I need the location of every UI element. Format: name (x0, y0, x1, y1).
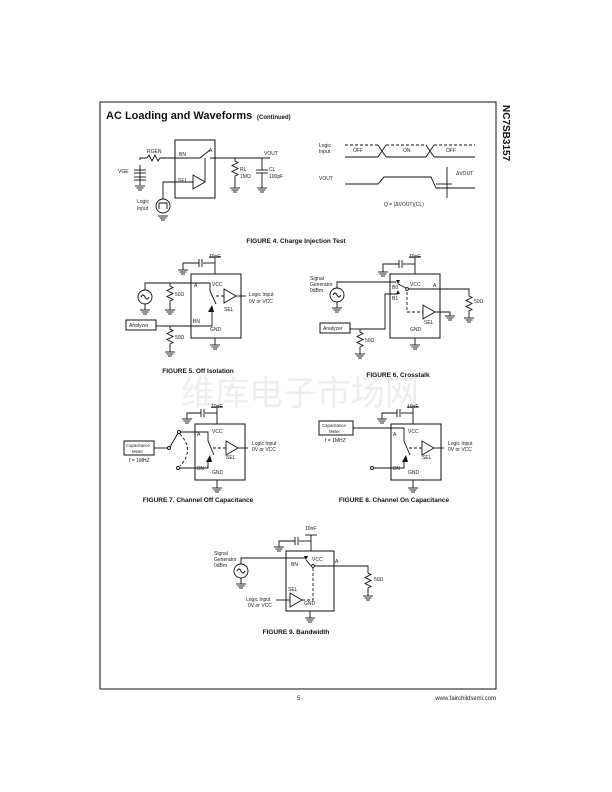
gnd-label: GND (304, 601, 316, 607)
sel-label: SEL (178, 178, 188, 184)
meter-label-1: Capacitance (126, 443, 150, 448)
generator-label-3: 0dBm (310, 288, 323, 294)
page-number: 5 (297, 696, 301, 702)
logic-input-label-2: Input (137, 206, 149, 212)
rl-label: RL (240, 167, 247, 173)
resistor-2-label: 50Ω (175, 335, 185, 341)
vcc-label: VCC (408, 429, 419, 435)
wave-off-1: OFF (353, 148, 363, 154)
generator-label-2: Generator (310, 282, 333, 288)
vcc-label: VCC (212, 282, 223, 288)
cap-label: 10nF (211, 404, 222, 410)
cap-label: 10nF (209, 254, 220, 260)
logic-input-label-1: Logic (137, 199, 149, 205)
part-number: NC7SB3157 (500, 105, 511, 162)
logic-input-label-1: Logic Input (246, 597, 271, 603)
sel-label: SEL (224, 307, 234, 313)
figure-4-waveform: Logic Input OFF ON OFF VOUT ΔVOUT Q = (Δ… (319, 143, 475, 208)
a-label: A (209, 148, 213, 154)
bn-label: BN (197, 466, 204, 472)
cap-label: 10nF (409, 254, 420, 260)
a-label: A (335, 559, 339, 565)
figure-8-circuit: 10nF Capacitance Meter f = 1MHZ A VCC BN… (318, 404, 473, 493)
generator-label-2: Generator (214, 557, 237, 563)
wave-logic-label-2: Input (319, 149, 331, 155)
section-title: AC Loading and Waveforms (106, 110, 252, 122)
bn-label: BN (291, 562, 298, 568)
figure-4-circuit: VGE RGEN BN A SEL VOUT RL 1MΩ CL 100pF L… (118, 139, 283, 221)
bn-label: BN (179, 152, 186, 158)
cl-label: CL (269, 167, 276, 173)
a-label: A (393, 432, 397, 438)
generator-label-1: Signal (214, 551, 228, 557)
logic-input-label-1: Logic Input (252, 441, 277, 447)
generator-label-1: Signal (310, 276, 324, 282)
footer-url[interactable]: www.fairchildsemi.com (434, 696, 496, 702)
wave-on: ON (403, 148, 411, 154)
wave-logic-label-1: Logic (319, 143, 331, 149)
sel-label: SEL (424, 320, 434, 326)
a-label: A (197, 432, 201, 438)
logic-input-label-2: 0V or VCC (448, 447, 472, 453)
b0-label: B0 (392, 285, 398, 291)
a-label: A (194, 283, 198, 289)
figure-8-caption: FIGURE 8. Channel On Capacitance (339, 497, 450, 504)
vout-label: VOUT (264, 151, 278, 157)
figure-7-caption: FIGURE 7. Channel Off Capacitance (143, 497, 254, 504)
section-subtitle: (Continued) (257, 115, 291, 121)
meter-label-2: Meter (132, 449, 144, 454)
gnd-label: GND (410, 327, 422, 333)
content-frame (99, 101, 497, 690)
figure-7-circuit: 10nF Capacitance Meter f = 1MHZ A VCC BN… (123, 404, 277, 493)
bn-label: BN (393, 466, 400, 472)
cl-value: 100pF (269, 174, 283, 180)
figure-6-caption: FIGURE 6. Crosstalk (366, 372, 430, 379)
wave-off-2: OFF (446, 148, 456, 154)
rgen-label: RGEN (147, 149, 162, 155)
gnd-label: GND (408, 470, 420, 476)
wave-q-formula: Q = (ΔVOUT)(CL) (384, 202, 424, 208)
logic-input-label-2: 0V or VCC (252, 447, 276, 453)
analyzer-label: Analyzer (129, 323, 149, 329)
vcc-label: VCC (410, 282, 421, 288)
meter-label-1: Capacitance (322, 423, 346, 428)
gnd-label: GND (210, 327, 222, 333)
vcc-label: VCC (212, 429, 223, 435)
vge-label: VGE (118, 169, 129, 175)
gnd-label: GND (212, 470, 224, 476)
sel-label: SEL (226, 455, 236, 461)
frequency-label: f = 1MHZ (129, 458, 150, 464)
resistor-1-label: 50Ω (474, 299, 484, 305)
figure-9-circuit: 10nF Signal Generator 0dBm BN VCC A SEL … (214, 526, 384, 623)
vcc-label: VCC (312, 557, 323, 563)
wave-vout-label: VOUT (319, 176, 333, 182)
analyzer-label: Analyzer (323, 326, 343, 332)
figure-9-caption: FIGURE 9. Bandwidth (263, 629, 330, 636)
figure-4-caption: FIGURE 4. Charge Injection Test (246, 238, 346, 245)
logic-input-label-1: Logic Input (249, 292, 274, 298)
sel-label: SEL (288, 587, 298, 593)
resistor-1-label: 50Ω (175, 292, 185, 298)
figure-5-circuit: 10nF A VCC BN GND SEL 50Ω 50Ω Analyzer L… (125, 254, 274, 357)
wave-dvout-label: ΔVOUT (456, 171, 473, 177)
a-label: A (433, 283, 437, 289)
b1-label: B1 (392, 296, 398, 302)
resistor-2-label: 50Ω (365, 338, 375, 344)
cap-label: 10nF (407, 404, 418, 410)
sel-label: SEL (422, 455, 432, 461)
resistor-label: 50Ω (374, 577, 384, 583)
logic-input-label-1: Logic Input (448, 441, 473, 447)
cap-label: 10nF (305, 526, 316, 532)
figure-6-circuit: 10nF Signal Generator 0dBm B0 B1 VCC A S… (310, 254, 484, 359)
bn-label: BN (193, 319, 200, 325)
figure-5-caption: FIGURE 5. Off Isolation (162, 368, 234, 375)
meter-label-2: Meter (329, 429, 341, 434)
logic-input-label-2: 0V or VCC (248, 603, 272, 609)
frequency-label: f = 1MHZ (325, 438, 346, 444)
generator-label-3: 0dBm (214, 563, 227, 569)
rl-value: 1MΩ (240, 174, 251, 180)
logic-input-label-2: 0V or VCC (249, 299, 273, 305)
